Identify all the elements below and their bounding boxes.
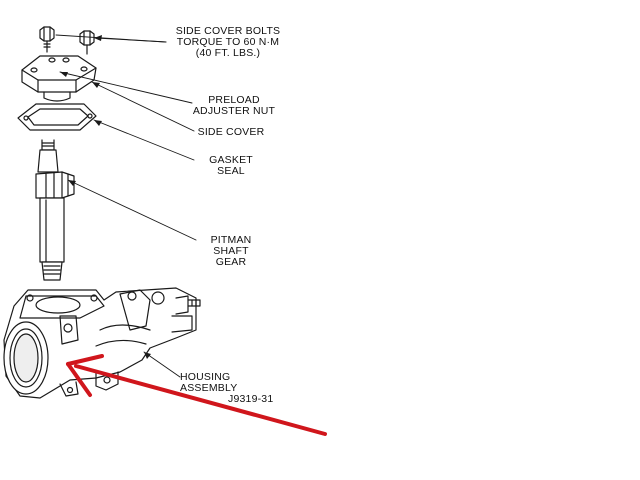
label-line: PITMAN SHAFT [210, 234, 252, 257]
label-housing-assembly: HOUSING ASSEMBLY [180, 371, 238, 394]
label-side-cover-bolts: SIDE COVER BOLTS TORQUE TO 60 N·m (40 FT… [166, 26, 290, 59]
label-line: TORQUE TO 60 N·m [176, 36, 280, 48]
label-pitman-shaft-gear: PITMAN SHAFT GEAR [196, 235, 266, 268]
side-cover-part [21, 55, 97, 102]
label-line: (40 FT. LBS.) [195, 47, 261, 59]
side-cover-bolt-left [39, 26, 55, 53]
label-line: GEAR [215, 256, 247, 268]
housing-assembly-part [3, 287, 201, 399]
label-line: PRELOAD [208, 94, 260, 106]
side-cover-bolt-right [79, 30, 95, 55]
label-side-cover: SIDE COVER [197, 126, 265, 138]
figure-id: J9319-31 [228, 393, 274, 405]
red-arrow-icon [66, 354, 327, 436]
label-line: SIDE COVER BOLTS [175, 25, 281, 37]
label-line: ADJUSTER NUT [192, 105, 276, 117]
pitman-shaft-gear-part [35, 139, 75, 281]
label-gasket-seal: GASKET SEAL [209, 154, 253, 177]
gasket-seal-part [17, 103, 97, 131]
label-preload-adjuster-nut: PRELOAD ADJUSTER NUT [184, 95, 284, 117]
